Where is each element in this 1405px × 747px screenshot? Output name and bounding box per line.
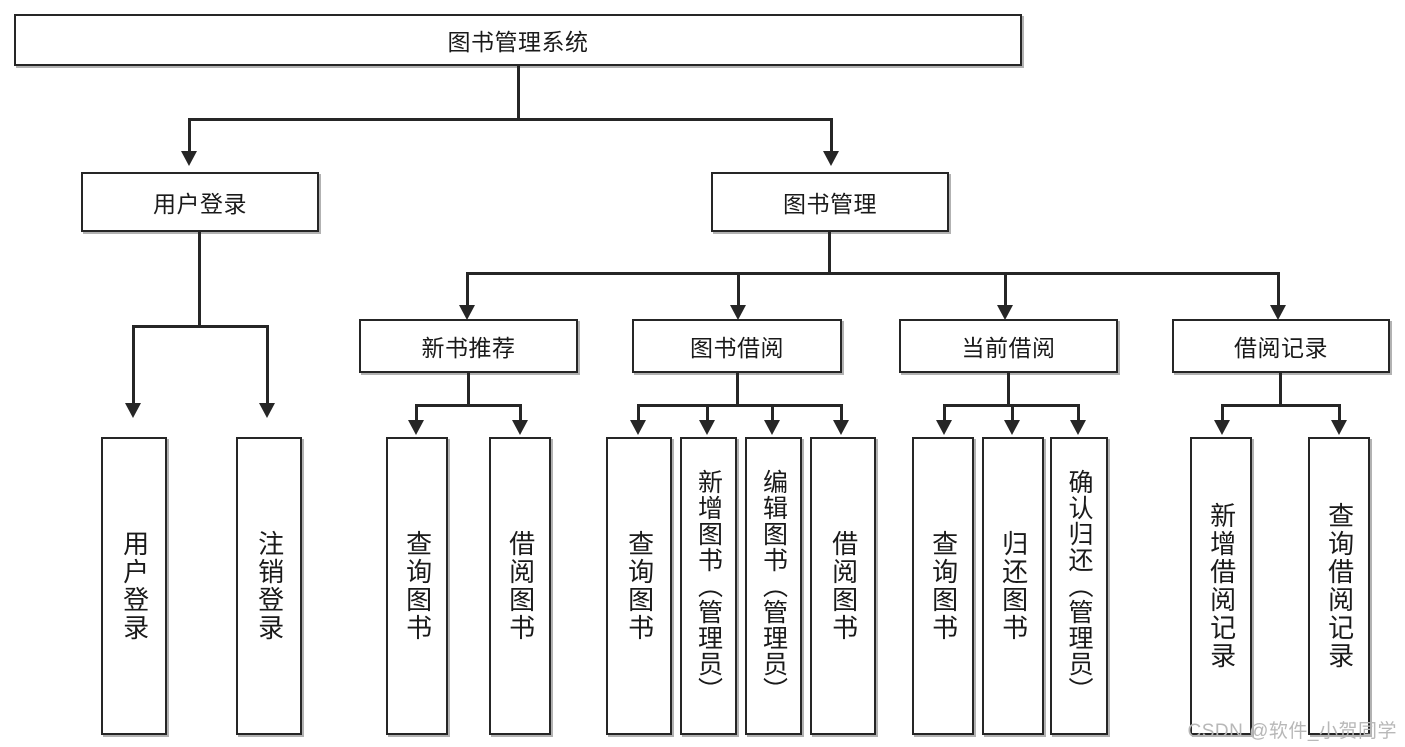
node-label: 确认归还（管理员） [1065,469,1093,703]
leaf-confirm-return-admin[interactable]: 确认归还（管理员） [1050,437,1108,735]
edge-to-book-borrow [737,272,740,307]
edge-book-manage-bus [466,272,1280,275]
node-label: 查询图书 [928,530,959,642]
leaf-query-borrow-record[interactable]: 查询借阅记录 [1308,437,1370,735]
arrow-book-borrow-child-3 [764,420,780,435]
edge-borrow-record-bus [1221,404,1341,407]
edge-user-login-stem [198,232,201,327]
edge-current-borrow-child-3 [1077,404,1080,422]
leaf-user-login[interactable]: 用户登录 [101,437,167,735]
edge-book-borrow-stem [736,373,739,406]
edge-book-borrow-child-4 [840,404,843,422]
node-label: 用户登录 [153,191,247,217]
edge-book-borrow-child-3 [771,404,774,422]
node-book-borrow[interactable]: 图书借阅 [632,319,842,373]
edge-new-book-child-2 [519,404,522,422]
edge-current-borrow-child-2 [1011,404,1014,422]
node-label: 查询借阅记录 [1324,502,1355,670]
leaf-edit-book-admin[interactable]: 编辑图书（管理员） [745,437,802,735]
edge-new-book-stem [467,373,470,406]
node-label: 注销登录 [254,530,285,642]
arrow-book-borrow-child-4 [833,420,849,435]
leaf-borrow-book-recommend[interactable]: 借阅图书 [489,437,551,735]
leaf-query-book-current[interactable]: 查询图书 [912,437,974,735]
edge-root-bus [188,118,833,121]
leaf-return-book[interactable]: 归还图书 [982,437,1044,735]
edge-book-borrow-child-2 [706,404,709,422]
edge-user-login-child-1 [132,325,135,405]
node-root-library-system[interactable]: 图书管理系统 [14,14,1022,66]
arrow-book-borrow-child-2 [699,420,715,435]
edge-current-borrow-child-1 [943,404,946,422]
edge-current-borrow-stem [1007,373,1010,406]
edge-borrow-record-child-2 [1338,404,1341,422]
arrow-to-new-book [459,305,475,320]
edge-to-new-book [466,272,469,307]
node-label: 当前借阅 [961,335,1056,361]
node-label: 图书借阅 [690,335,784,361]
node-label: 新增图书（管理员） [694,469,723,703]
arrow-to-book-manage [823,151,839,166]
arrow-current-borrow-child-3 [1070,420,1086,435]
node-label: 借阅图书 [505,530,536,642]
leaf-add-book-admin[interactable]: 新增图书（管理员） [680,437,737,735]
edge-user-login-bus [132,325,269,328]
arrow-borrow-record-child-2 [1331,420,1347,435]
arrow-current-borrow-child-2 [1004,420,1020,435]
arrow-user-login-child-1 [125,403,141,418]
node-label: 查询图书 [624,530,655,642]
node-label: 新书推荐 [421,335,516,361]
node-book-management[interactable]: 图书管理 [711,172,949,232]
node-label: 归还图书 [998,530,1029,642]
leaf-add-borrow-record[interactable]: 新增借阅记录 [1190,437,1252,735]
edge-to-book-manage [830,118,833,153]
node-new-book-recommend[interactable]: 新书推荐 [359,319,578,373]
arrow-borrow-record-child-1 [1214,420,1230,435]
edge-to-current-borrow [1004,272,1007,307]
edge-new-book-child-1 [415,404,418,422]
arrow-to-book-borrow [730,305,746,320]
edge-book-borrow-child-1 [637,404,640,422]
arrow-book-borrow-child-1 [630,420,646,435]
edge-user-login-child-2 [266,325,269,405]
leaf-logout[interactable]: 注销登录 [236,437,302,735]
node-label: 图书管理系统 [447,29,589,55]
edge-root-stem [517,66,520,119]
edge-borrow-record-child-1 [1221,404,1224,422]
edge-to-borrow-record [1277,272,1280,307]
leaf-borrow-book[interactable]: 借阅图书 [810,437,876,735]
node-label: 图书管理 [783,191,877,217]
node-label: 新增借阅记录 [1206,502,1237,670]
edge-book-manage-stem [828,232,831,274]
edge-book-borrow-bus [637,404,843,407]
node-label: 借阅记录 [1234,335,1328,361]
node-label: 借阅图书 [828,530,859,642]
arrow-new-book-child-2 [512,420,528,435]
node-label: 用户登录 [119,530,150,642]
arrow-new-book-child-1 [408,420,424,435]
watermark-text: CSDN @软件_小贺同学 [1187,721,1397,742]
arrow-to-borrow-record [1270,305,1286,320]
arrow-user-login-child-2 [259,403,275,418]
arrow-to-user-login [181,151,197,166]
leaf-query-book-recommend[interactable]: 查询图书 [386,437,448,735]
edge-new-book-bus [415,404,522,407]
node-current-borrow[interactable]: 当前借阅 [899,319,1118,373]
node-label: 编辑图书（管理员） [759,469,788,703]
node-borrow-record[interactable]: 借阅记录 [1172,319,1390,373]
node-user-login[interactable]: 用户登录 [81,172,319,232]
leaf-query-book-borrow[interactable]: 查询图书 [606,437,672,735]
edge-borrow-record-stem [1279,373,1282,406]
arrow-to-current-borrow [997,305,1013,320]
node-label: 查询图书 [402,530,433,642]
edge-to-user-login [188,118,191,153]
arrow-current-borrow-child-1 [936,420,952,435]
